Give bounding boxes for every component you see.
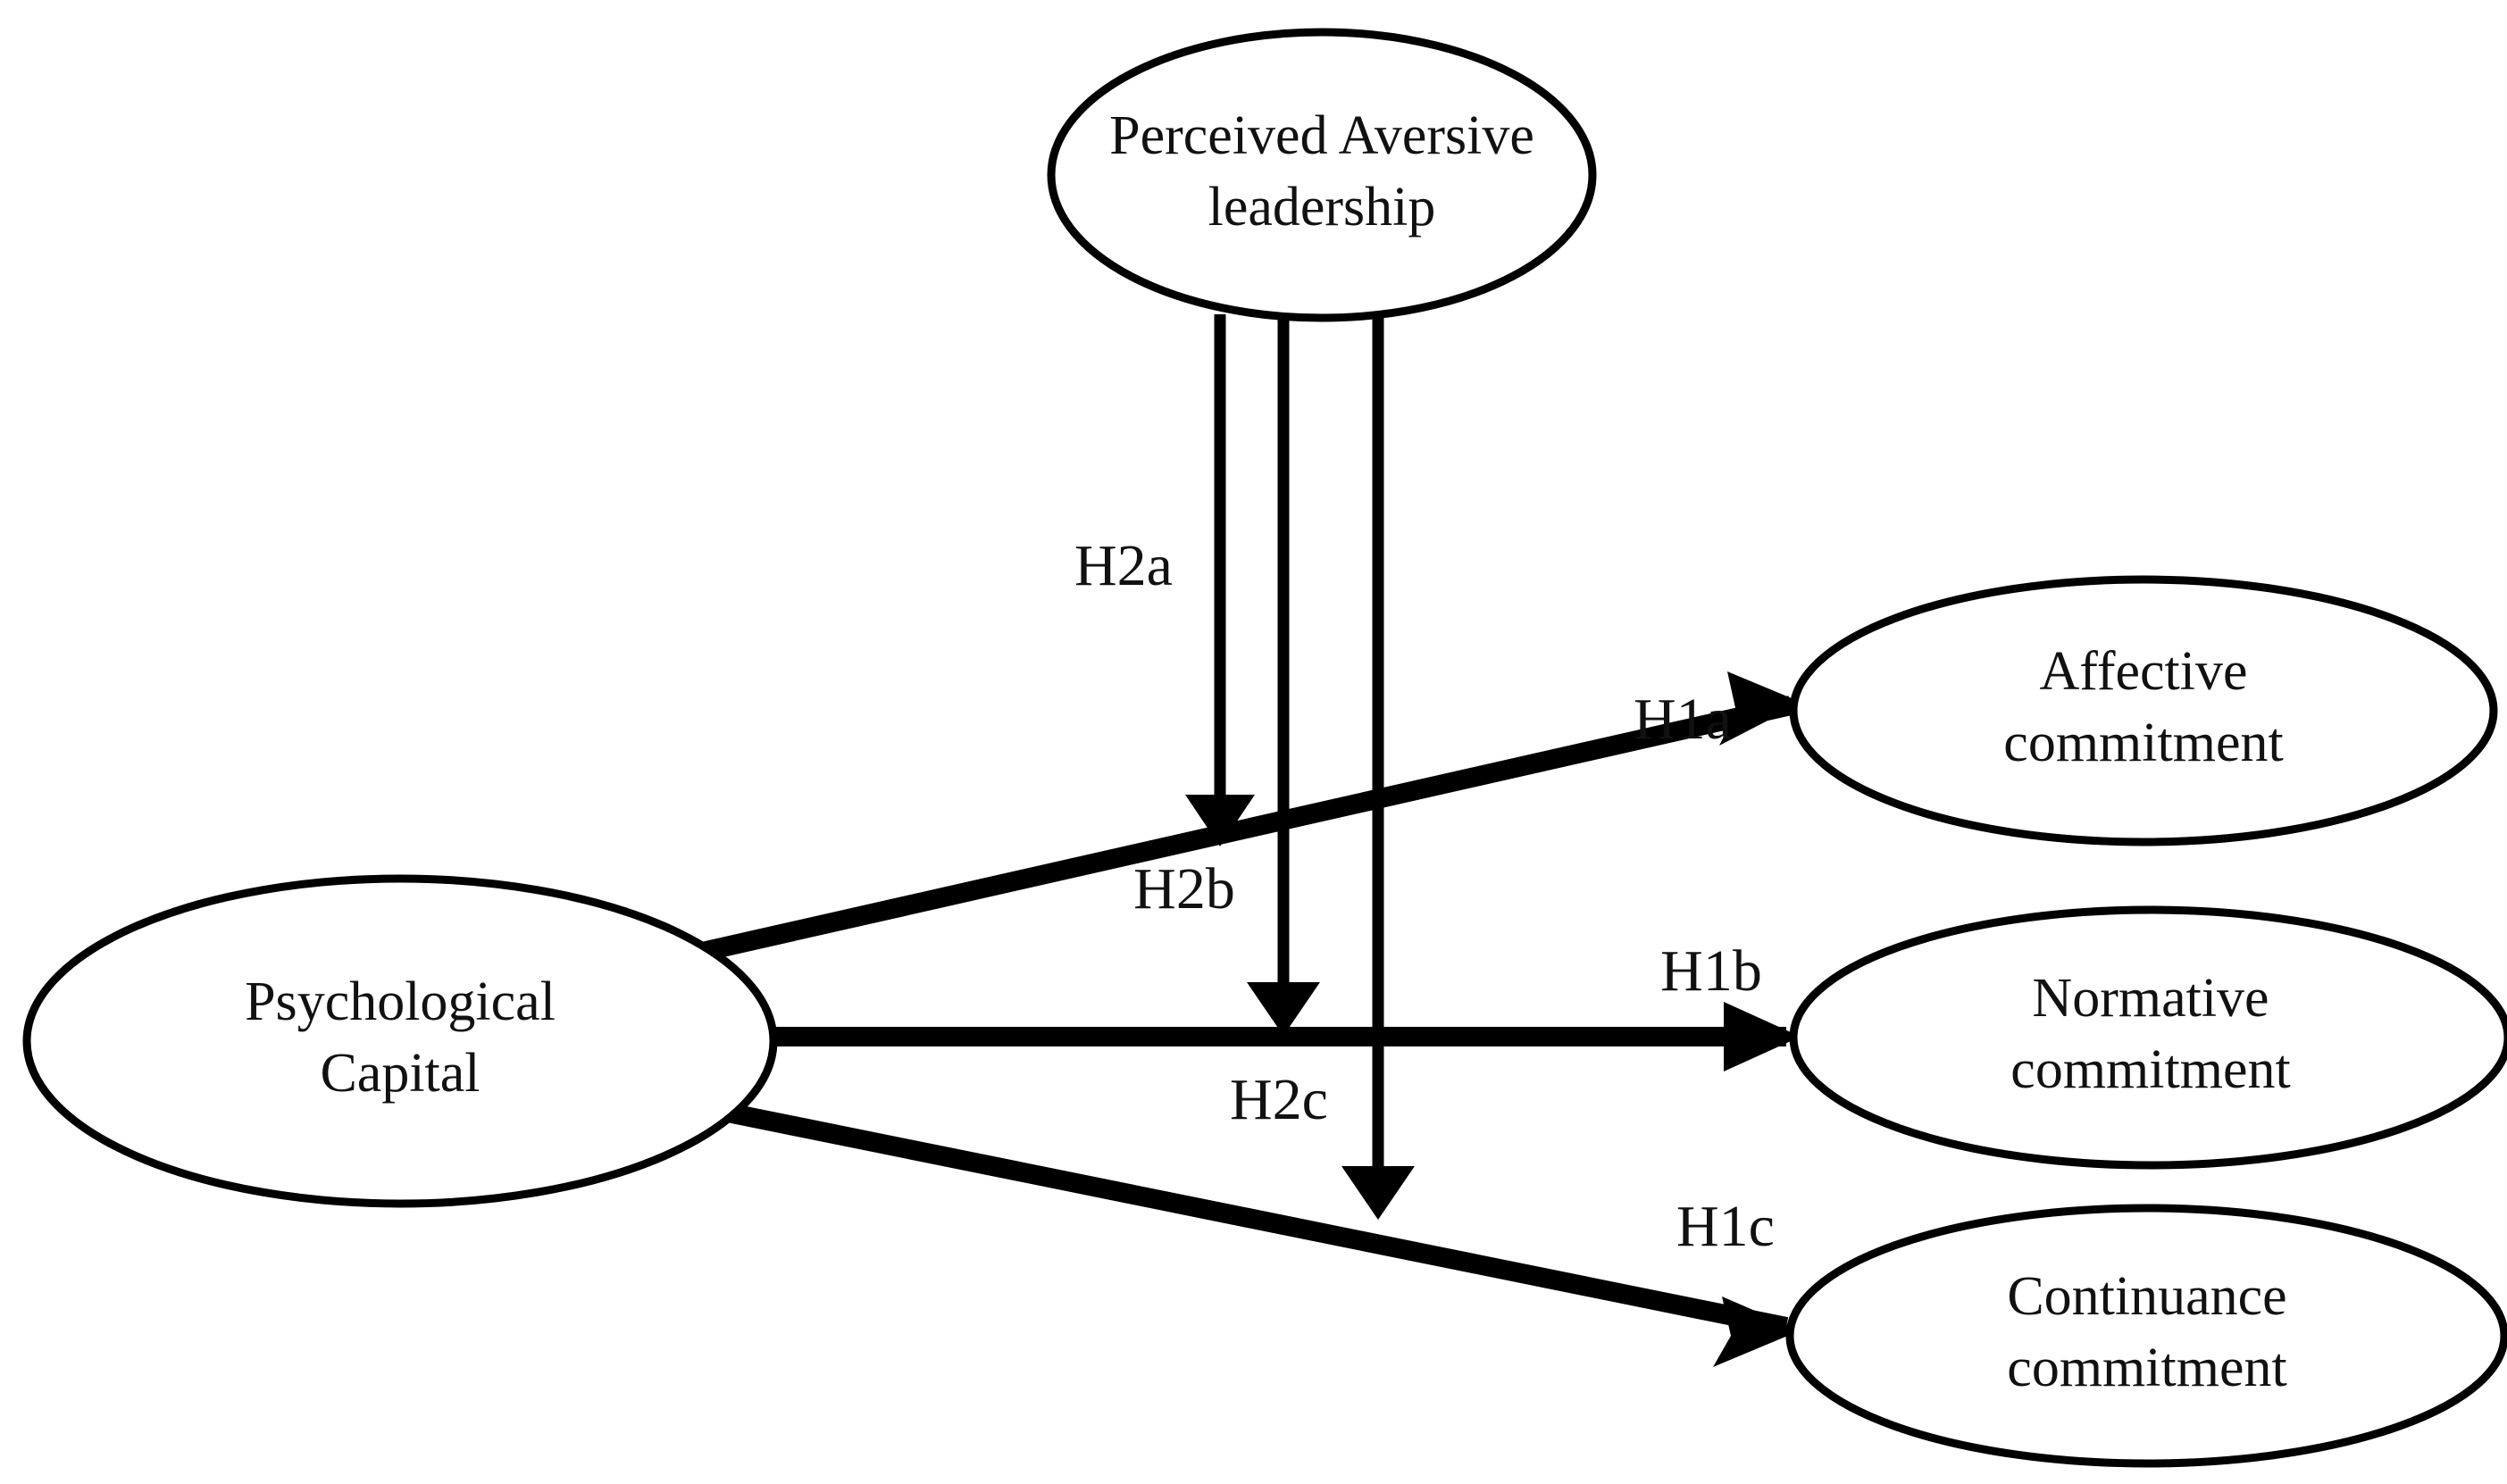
path-H2b-arrowhead xyxy=(1247,982,1320,1036)
node-affective-commitment-shape[interactable] xyxy=(1789,575,2498,846)
node-continuance-commitment[interactable]: Continuance commitment xyxy=(1785,1204,2507,1468)
hypothesis-label-H1a: H1a xyxy=(1634,687,1732,752)
hypothesis-label-H2b: H2b xyxy=(1133,856,1235,921)
node-perceived-aversive-leadership-label-line2: leadership xyxy=(1208,177,1436,238)
node-affective-commitment-label-line1: Affective xyxy=(2040,641,2248,702)
node-normative-commitment[interactable]: Normative commitment xyxy=(1789,905,2507,1170)
node-affective-commitment-label-line2: commitment xyxy=(2003,713,2283,773)
node-perceived-aversive-leadership-shape[interactable] xyxy=(1047,28,1597,322)
node-psychological-capital-shape[interactable] xyxy=(22,874,778,1208)
path-H1a-arrowhead xyxy=(1719,671,1802,746)
path-H2a xyxy=(1185,314,1255,846)
node-perceived-aversive-leadership-label-line1: Perceived Aversive xyxy=(1109,105,1534,166)
path-H2c xyxy=(1341,314,1415,1220)
node-perceived-aversive-leadership[interactable]: Perceived Aversive leadership xyxy=(1047,28,1597,322)
path-H1b xyxy=(750,1002,1801,1071)
node-psychological-capital[interactable]: Psychological Capital xyxy=(22,874,778,1208)
node-continuance-commitment-shape[interactable] xyxy=(1785,1204,2507,1468)
path-H1c xyxy=(712,1100,1801,1367)
node-normative-commitment-label-line1: Normative xyxy=(2032,968,2269,1029)
node-psychological-capital-label-line1: Psychological xyxy=(245,971,556,1032)
hypothesis-label-H2a: H2a xyxy=(1074,533,1173,598)
path-H2b xyxy=(1247,314,1320,1036)
node-affective-commitment[interactable]: Affective commitment xyxy=(1789,575,2498,846)
path-H2c-arrowhead xyxy=(1341,1166,1415,1220)
path-H2a-arrowhead xyxy=(1185,795,1255,846)
node-normative-commitment-label-line2: commitment xyxy=(2010,1039,2290,1100)
path-H1a xyxy=(676,671,1802,967)
node-psychological-capital-label-line2: Capital xyxy=(320,1043,480,1104)
hypothesis-label-H2c: H2c xyxy=(1230,1067,1328,1132)
hypothesis-label-H1b: H1b xyxy=(1660,938,1762,1004)
path-H1c-arrowhead xyxy=(1713,1296,1801,1367)
path-H1b-arrowhead xyxy=(1724,1002,1801,1071)
path-H1a-line xyxy=(676,696,1793,967)
node-normative-commitment-shape[interactable] xyxy=(1789,905,2507,1170)
hypothesis-label-H1c: H1c xyxy=(1676,1194,1775,1259)
path-H1c-line xyxy=(712,1100,1789,1337)
node-continuance-commitment-label-line1: Continuance xyxy=(2007,1266,2286,1327)
node-continuance-commitment-label-line2: commitment xyxy=(2007,1338,2286,1398)
